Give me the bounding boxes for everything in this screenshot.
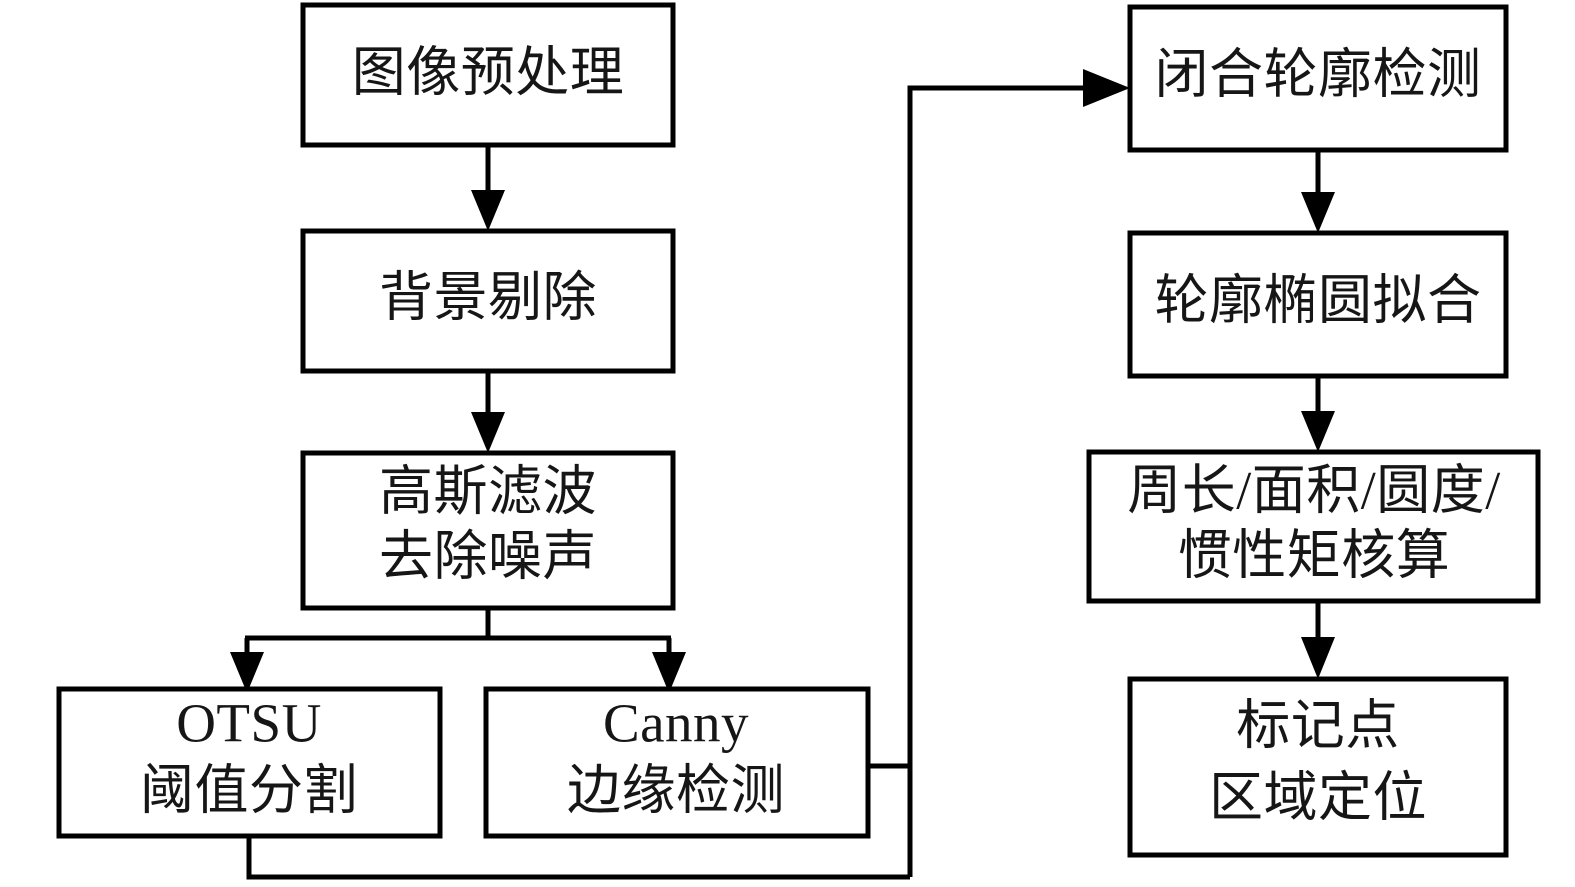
node-marker-localization[interactable]: 标记点 区域定位 (1127, 676, 1509, 858)
node-label-line-1: 标记点 (1236, 695, 1400, 755)
edge-metrics-to-marker-localization (1301, 601, 1335, 679)
node-label-line-1: 图像预处理 (352, 42, 625, 102)
node-label-line-1: 高斯滤波 (379, 461, 597, 521)
node-closed-contour-detection[interactable]: 闭合轮廓检测 (1127, 4, 1509, 153)
node-otsu-threshold[interactable]: OTSU 阈值分割 (56, 686, 443, 839)
node-box (483, 686, 871, 839)
node-label-line-2: 边缘检测 (567, 760, 785, 820)
arrowhead-down-icon (471, 190, 505, 231)
node-label-line-2: 惯性矩核算 (1178, 525, 1451, 585)
arrowhead-down-icon (471, 412, 505, 453)
edge-trunk-to-contour-detection (907, 69, 1130, 877)
arrowhead-down-icon (1301, 192, 1335, 233)
edge-preprocessing-to-background (471, 145, 505, 231)
edge-gaussian-split (230, 608, 686, 693)
node-label-line-1: 闭合轮廓检测 (1155, 44, 1482, 104)
node-box (56, 686, 443, 839)
node-box (1127, 676, 1509, 858)
node-label-line-1: 背景剔除 (379, 267, 597, 327)
node-label-line-1: Canny (603, 693, 749, 754)
edge-otsu-to-contour-detection (246, 836, 910, 880)
node-label-line-1: 周长/面积/圆度/ (1127, 460, 1501, 520)
arrowhead-down-icon (230, 652, 264, 693)
node-box (300, 2, 676, 148)
node-background-removal[interactable]: 背景剔除 (300, 228, 676, 374)
node-box (300, 450, 676, 611)
node-label-line-2: 阈值分割 (140, 760, 358, 820)
edge-contour-detection-to-ellipse-fitting (1301, 150, 1335, 233)
node-image-preprocessing[interactable]: 图像预处理 (300, 2, 676, 148)
edge-ellipse-fitting-to-metrics (1301, 376, 1335, 452)
arrowhead-right-icon (1083, 69, 1130, 107)
node-label-line-2: 去除噪声 (379, 526, 597, 586)
node-box (1086, 449, 1541, 604)
arrowhead-down-icon (1301, 637, 1335, 679)
arrowhead-down-icon (1301, 411, 1335, 452)
node-box (300, 228, 676, 374)
node-label-line-1: OTSU (176, 693, 322, 754)
node-box (1127, 4, 1509, 153)
node-label-line-1: 轮廓椭圆拟合 (1155, 270, 1482, 330)
node-box (1127, 230, 1509, 379)
node-contour-ellipse-fitting[interactable]: 轮廓椭圆拟合 (1127, 230, 1509, 379)
node-label-line-2: 区域定位 (1209, 767, 1427, 827)
node-gaussian-denoise[interactable]: 高斯滤波 去除噪声 (300, 450, 676, 611)
node-canny-edge[interactable]: Canny 边缘检测 (483, 686, 871, 839)
arrowhead-down-icon (652, 652, 686, 693)
edge-background-to-gaussian (471, 371, 505, 453)
node-metrics-calculation[interactable]: 周长/面积/圆度/ 惯性矩核算 (1086, 449, 1541, 604)
